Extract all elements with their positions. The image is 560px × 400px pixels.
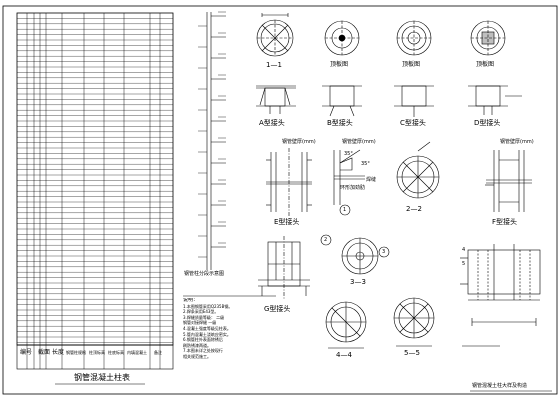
- view-label-plan-4: 顶板图: [476, 61, 495, 68]
- view-label-plan-3: 顶板图: [402, 61, 421, 68]
- joint-a-elevation: [256, 85, 296, 114]
- base-plate-detail: [460, 244, 541, 347]
- callout-pipe-thickness-f: 钢管壁厚(mm): [500, 139, 534, 145]
- callout-angle-b: 35°: [361, 161, 370, 167]
- section-5-5: [393, 297, 435, 347]
- view-label-joint-b: B型接头: [327, 119, 353, 127]
- column-elevation: [198, 11, 226, 270]
- detail-circle-1: 1: [343, 207, 347, 213]
- drawing-border: [2, 5, 558, 395]
- view-label-section-4-4: 4—4: [336, 351, 352, 359]
- callout-pipe-thickness-mid: 钢管壁厚(mm): [342, 139, 376, 145]
- note-line: 5.管内混凝土浇筑应密实。: [183, 331, 231, 337]
- note-line: 1.本图钢管采用Q235B钢。: [183, 303, 233, 309]
- elevation-level-marks: [198, 11, 226, 258]
- plan-1-1: [256, 13, 294, 57]
- view-label-joint-a: A型接头: [259, 119, 285, 127]
- plan-top-plate-d: [470, 20, 506, 56]
- notes-title: 说明：: [183, 298, 199, 303]
- plan-top-plate-c: [396, 20, 432, 56]
- table-header-cell: 截面: [38, 349, 51, 356]
- view-label-plan-2: 顶板图: [330, 61, 349, 68]
- view-label-joint-e: E型接头: [274, 218, 300, 226]
- note-line: 3.焊缝质量等级： 二级: [183, 314, 225, 320]
- detail-circle-2: 2: [324, 237, 328, 243]
- view-label-joint-d: D型接头: [474, 119, 501, 127]
- table-header-cell: 柱底标高: [108, 350, 124, 355]
- note-line: 6.钢管柱外表面除锈后: [183, 337, 223, 343]
- column-schedule-table: [16, 12, 174, 370]
- callout-weld: 焊缝: [366, 177, 377, 183]
- view-label-joint-f: F型接头: [492, 218, 518, 226]
- view-label-section-2-2: 2—2: [406, 205, 422, 213]
- callout-angle-a: 35°: [344, 151, 353, 157]
- drawing-title: 钢管混凝土柱大样及构造: [472, 383, 528, 389]
- joint-g-elevation: [258, 234, 332, 300]
- joint-f-elevation: [485, 150, 532, 212]
- note-line: 刷防锈漆两道。: [183, 342, 211, 348]
- section-4-4: [325, 301, 367, 349]
- view-label-plan-1-1: 1—1: [266, 61, 282, 69]
- table-header-cell: 备注: [154, 350, 162, 355]
- note-line: 4.混凝土强度等级见柱表。: [183, 325, 231, 331]
- plan-top-plate-b: [324, 20, 360, 56]
- table-column-lines: [26, 13, 161, 369]
- detail-circle-4: 4: [462, 247, 466, 253]
- column-elevation-caption: 钢管柱分段示意图: [184, 271, 225, 277]
- note-line: 7.本图未详之处按现行: [183, 348, 223, 354]
- note-line: 钢管对接焊缝 一级: [183, 320, 217, 326]
- callout-ring-plate: 环形加劲肋: [340, 185, 366, 191]
- note-line: 相关规范施工。: [183, 353, 211, 359]
- detail-circle-5: 5: [462, 261, 466, 267]
- table-row-lines: [17, 18, 173, 343]
- section-3-3: [341, 237, 390, 275]
- joint-e-elevation: [266, 148, 312, 216]
- callout-pipe-thickness-e: 钢管壁厚(mm): [282, 139, 316, 145]
- view-label-joint-c: C型接头: [400, 119, 426, 127]
- joint-d-elevation: [468, 85, 522, 115]
- general-notes: 说明： 1.本图钢管采用Q235B钢。 2.焊条采用E43型。 3.焊缝质量等级…: [183, 298, 275, 360]
- table-header-cell: 钢管柱规格: [66, 350, 86, 355]
- table-header-cell: 内填混凝土: [127, 350, 147, 355]
- detail-circle-3: 3: [382, 249, 386, 255]
- section-2-2: [396, 141, 440, 199]
- joint-b-elevation: [322, 85, 362, 117]
- view-label-joint-g: G型接头: [264, 305, 291, 313]
- view-label-section-3-3: 3—3: [350, 278, 366, 286]
- view-label-section-5-5: 5—5: [404, 349, 420, 357]
- table-header-cell: 编号: [20, 349, 33, 356]
- joint-c-elevation: [394, 85, 434, 117]
- note-line: 2.焊条采用E43型。: [183, 309, 219, 315]
- table-header-cell: 长度: [52, 349, 65, 356]
- weld-detail: [333, 149, 365, 216]
- table-title: 钢管混凝土柱表: [74, 373, 130, 382]
- table-header-cell: 柱顶标高: [89, 350, 105, 355]
